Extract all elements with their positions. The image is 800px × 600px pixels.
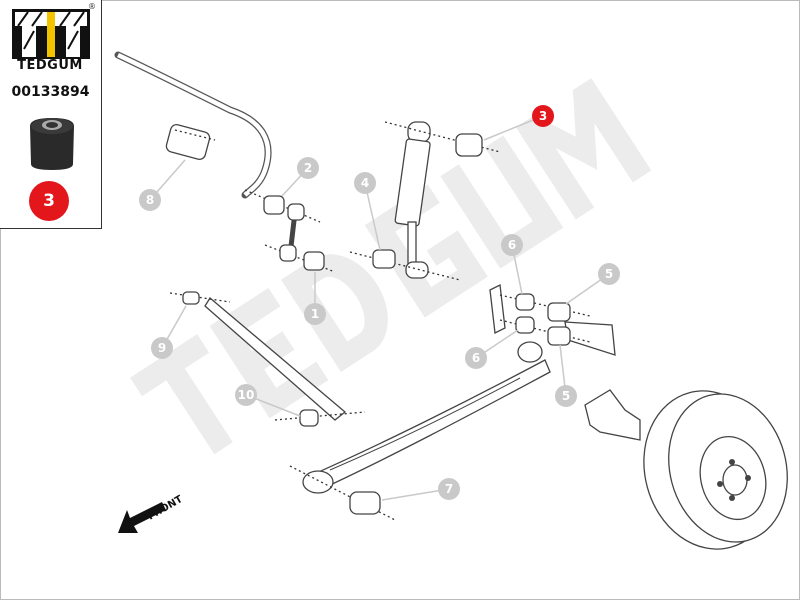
svg-text:4: 4 <box>361 176 369 190</box>
brand-name: TEDGUM <box>17 58 83 73</box>
callout-5-lower[interactable]: 5 <box>555 385 577 407</box>
callout-3-selected[interactable]: 3 <box>532 105 554 127</box>
shock-absorber <box>394 121 431 279</box>
stabilizer-bushing <box>165 123 211 161</box>
watermark-letter-t <box>130 334 233 455</box>
callout-6-lower[interactable]: 6 <box>465 347 487 369</box>
svg-text:3: 3 <box>539 109 547 123</box>
bushing-10 <box>299 409 319 427</box>
watermark <box>130 78 652 455</box>
bushing-5b <box>547 326 571 346</box>
callout-5-upper[interactable]: 5 <box>598 263 620 285</box>
callout-8[interactable]: 8 <box>139 189 161 211</box>
bushing-6b <box>515 316 535 334</box>
callout-9[interactable]: 9 <box>151 337 173 359</box>
bushing-5a <box>547 302 571 322</box>
bushing-7 <box>349 491 381 515</box>
front-arrow: FRONT <box>118 494 185 533</box>
watermark-letter-d <box>281 254 388 372</box>
svg-text:5: 5 <box>605 267 613 281</box>
axle-hub <box>584 389 641 441</box>
bushing-product-image <box>30 118 74 170</box>
svg-text:2: 2 <box>304 161 312 175</box>
bushing-3 <box>455 133 483 157</box>
svg-text:6: 6 <box>508 238 516 252</box>
bushing-9 <box>182 291 200 305</box>
callout-4[interactable]: 4 <box>354 172 376 194</box>
callout-1[interactable]: 1 <box>304 303 326 325</box>
watermark-letter-m <box>515 78 652 220</box>
callout-2[interactable]: 2 <box>297 157 319 179</box>
callout-6-upper[interactable]: 6 <box>501 234 523 256</box>
trailing-arm <box>204 297 347 421</box>
svg-text:10: 10 <box>238 388 255 402</box>
stabilizer-bar <box>114 51 272 199</box>
callout-10[interactable]: 10 <box>235 384 257 406</box>
bushing-1 <box>303 251 325 271</box>
svg-text:5: 5 <box>562 389 570 403</box>
svg-text:1: 1 <box>311 307 319 321</box>
wheel <box>643 390 788 550</box>
registered-mark: ® <box>88 2 96 11</box>
part-number: 00133894 <box>11 84 90 100</box>
bushing-6a <box>515 293 535 311</box>
product-info-panel: ® TEDGUM 00133894 3 <box>0 0 102 229</box>
tedgum-logo <box>12 9 90 59</box>
callout-7[interactable]: 7 <box>438 478 460 500</box>
svg-text:8: 8 <box>146 193 154 207</box>
selected-part-badge: 3 <box>29 181 69 221</box>
bushing-4 <box>372 249 396 269</box>
svg-text:7: 7 <box>445 482 453 496</box>
bushing-2 <box>263 195 285 215</box>
svg-text:9: 9 <box>158 341 166 355</box>
svg-text:6: 6 <box>472 351 480 365</box>
leaf-spring <box>304 359 551 493</box>
